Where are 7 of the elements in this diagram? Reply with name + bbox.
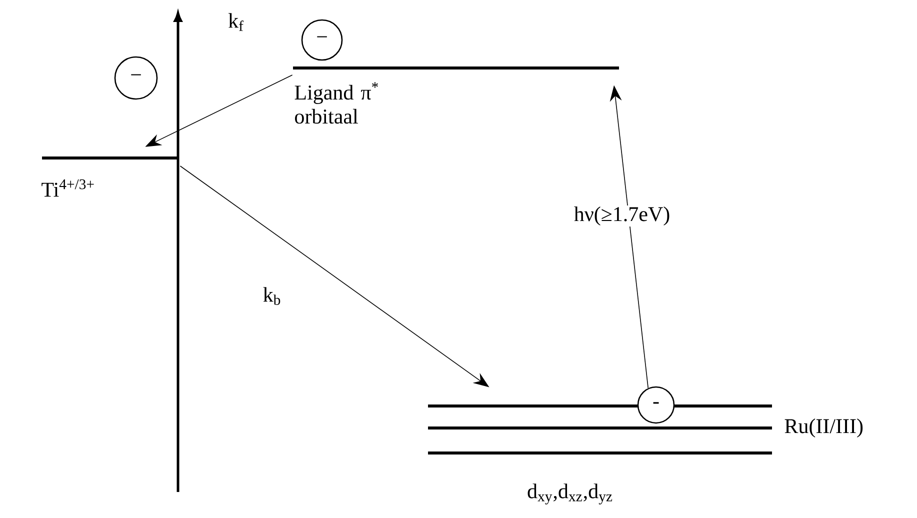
level-label: Ru(II/III) bbox=[784, 418, 863, 438]
level-label: d$_{xy}$,d$_{xz}$,d$_{yz}$ bbox=[528, 484, 612, 504]
level-label: Ligand π$^{*}$ orbitaal bbox=[294, 82, 378, 124]
edge-label: k$_{f}$ bbox=[227, 12, 245, 32]
edge-label: hν(≥1.7eV) bbox=[572, 205, 672, 227]
level-label: Ti$^{4+/3+}$ bbox=[42, 179, 94, 197]
edge-label: k$_{b}$ bbox=[262, 286, 282, 306]
